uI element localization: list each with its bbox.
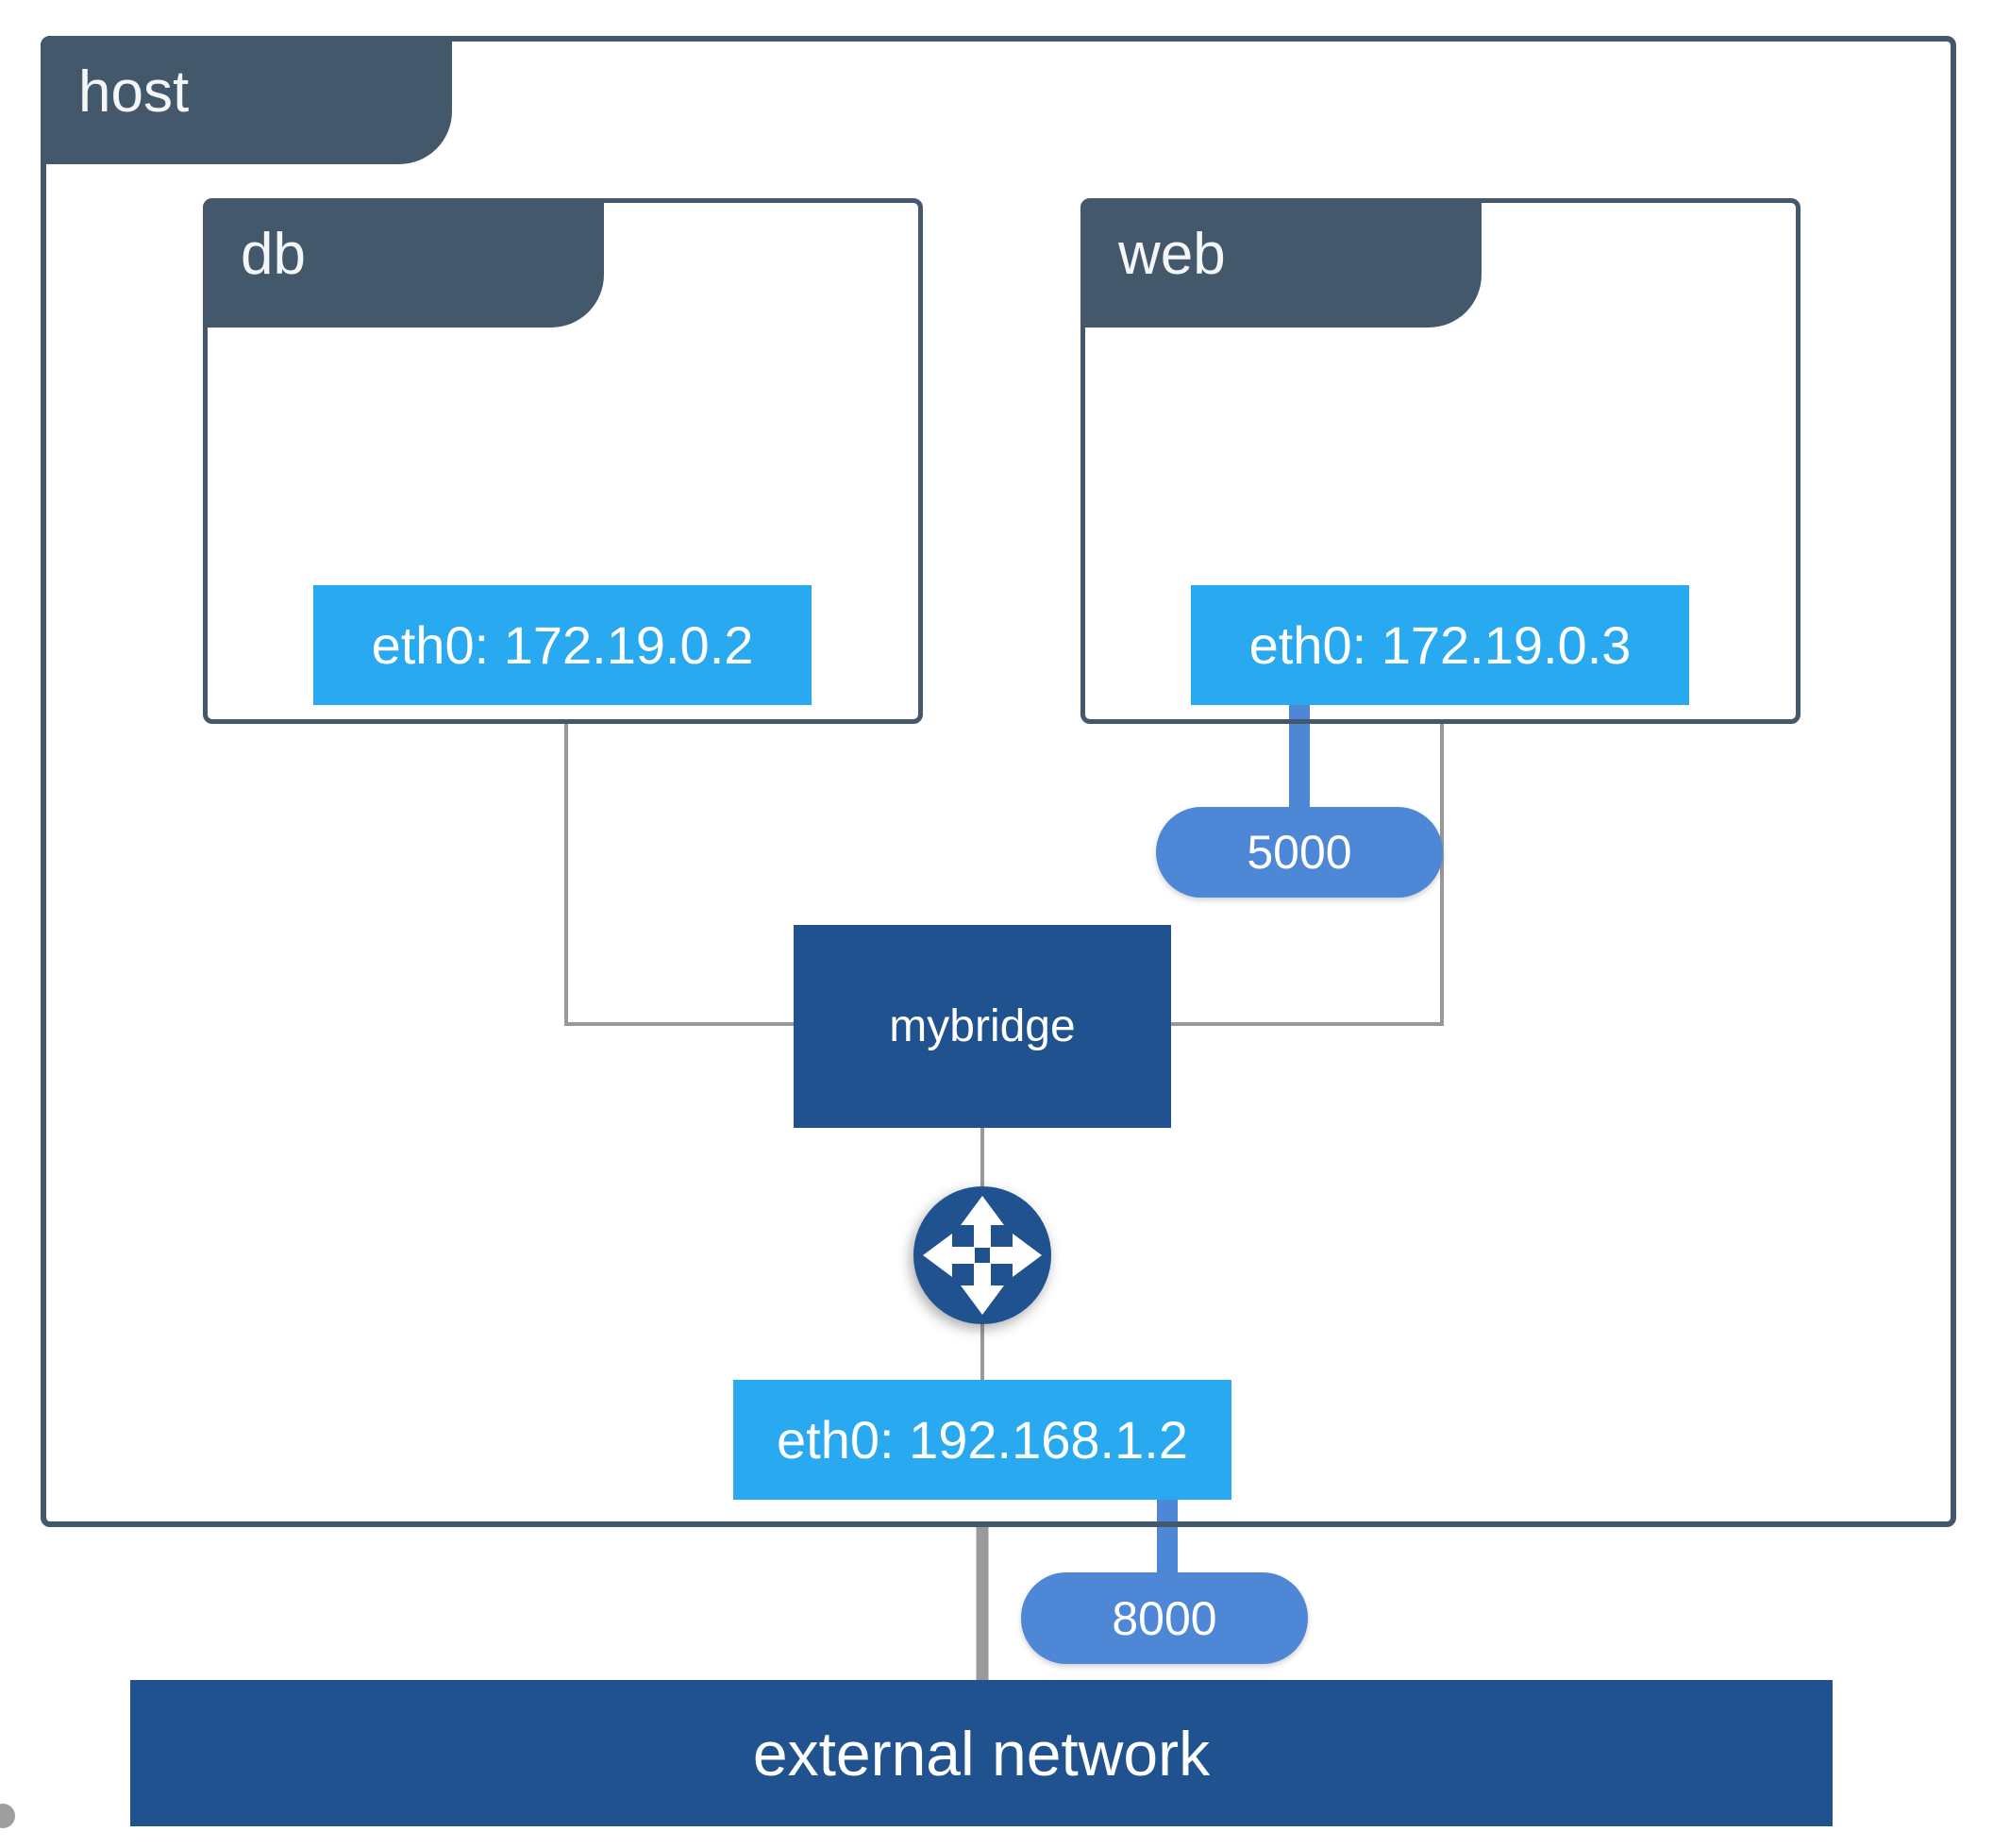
host-port-number: 8000 xyxy=(1112,1591,1217,1645)
web-tab: web xyxy=(1080,198,1482,328)
host-box xyxy=(41,36,1956,1527)
router-icon-circle xyxy=(913,1186,1051,1324)
host-label: host xyxy=(78,59,190,125)
external-network-bar: external network xyxy=(130,1680,1833,1826)
web-eth0-label: eth0: 172.19.0.3 xyxy=(1191,585,1689,705)
web-label: web xyxy=(1118,222,1226,287)
db-eth0-text: eth0: 172.19.0.2 xyxy=(371,615,754,675)
host-tab: host xyxy=(41,36,452,164)
web-port-number: 5000 xyxy=(1247,826,1352,879)
external-network-label: external network xyxy=(752,1718,1211,1789)
web-to-bridge-connector xyxy=(1167,722,1444,1026)
host-eth0-label: eth0: 192.168.1.2 xyxy=(733,1380,1231,1500)
nat-router-icon xyxy=(913,1185,1052,1325)
bridge-label: mybridge xyxy=(889,1001,1076,1051)
bridge-node: mybridge xyxy=(794,925,1171,1128)
host-port-pill: 8000 xyxy=(1021,1572,1308,1664)
db-eth0-label: eth0: 172.19.0.2 xyxy=(313,585,812,705)
stray-dot xyxy=(0,1804,15,1828)
router-icon-arrows xyxy=(923,1196,1042,1315)
web-eth0-text: eth0: 172.19.0.3 xyxy=(1248,615,1632,675)
db-tab: db xyxy=(203,198,604,328)
host-eth0-text: eth0: 192.168.1.2 xyxy=(777,1410,1188,1470)
nat-router-icon-svg xyxy=(913,1186,1051,1324)
db-to-bridge-connector xyxy=(564,722,797,1026)
db-label: db xyxy=(241,222,306,287)
web-port-pill: 5000 xyxy=(1156,807,1443,898)
